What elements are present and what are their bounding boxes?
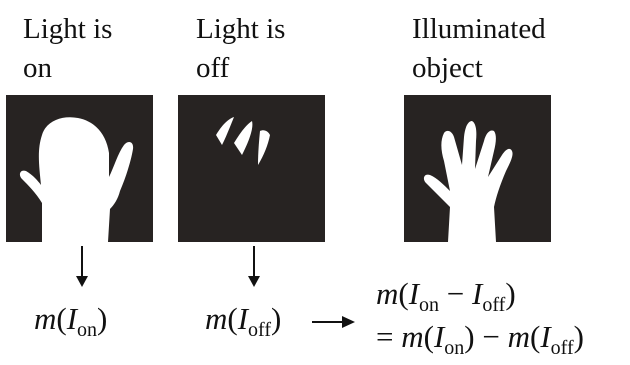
light-on-image	[6, 95, 153, 242]
I-symbol: I	[66, 301, 78, 336]
subscript-on: on	[77, 319, 98, 341]
m-symbol: m	[376, 276, 399, 311]
hand-light-off-icon	[178, 95, 325, 242]
I-symbol: I	[433, 319, 445, 354]
hand-illuminated-icon	[404, 95, 551, 242]
down-arrow-off-icon	[248, 246, 260, 287]
close-paren: )	[271, 301, 282, 336]
measurement-linearity: = m(Ion) − m(Ioff)	[376, 318, 584, 359]
m-symbol: m	[401, 319, 424, 354]
equals-sign: =	[376, 319, 394, 354]
open-paren: (	[56, 301, 67, 336]
open-paren: (	[398, 276, 409, 311]
close-paren: )	[464, 319, 475, 354]
light-off-image	[178, 95, 325, 242]
close-paren: )	[505, 276, 516, 311]
close-paren: )	[97, 301, 108, 336]
subscript-off: off	[248, 319, 272, 341]
m-symbol: m	[205, 301, 228, 336]
measurement-off: m(Ioff)	[205, 300, 282, 341]
subscript-off: off	[482, 294, 506, 316]
subscript-on: on	[419, 294, 440, 316]
I-symbol: I	[408, 276, 420, 311]
close-paren: )	[573, 319, 584, 354]
right-arrow-icon	[312, 316, 355, 328]
open-paren: (	[423, 319, 434, 354]
subscript-on: on	[444, 337, 465, 359]
hand-light-on-icon	[6, 95, 153, 242]
open-paren: (	[227, 301, 238, 336]
m-symbol: m	[34, 301, 57, 336]
measurement-on: m(Ion)	[34, 300, 108, 341]
minus-sign: −	[482, 319, 500, 354]
down-arrow-on-icon	[76, 246, 88, 287]
m-symbol: m	[507, 319, 530, 354]
caption-light-on: Light is on	[23, 13, 113, 84]
caption-illuminated-object: Illuminated object	[412, 13, 546, 84]
I-symbol: I	[540, 319, 551, 354]
illuminated-object-image	[404, 95, 551, 242]
open-paren: (	[529, 319, 541, 354]
subscript-off: off	[550, 337, 574, 359]
caption-light-off: Light is off	[196, 13, 286, 84]
I-symbol: I	[472, 276, 483, 311]
measurement-difference: m(Ion − Ioff)	[376, 275, 516, 316]
minus-sign: −	[446, 276, 465, 311]
I-symbol: I	[237, 301, 249, 336]
